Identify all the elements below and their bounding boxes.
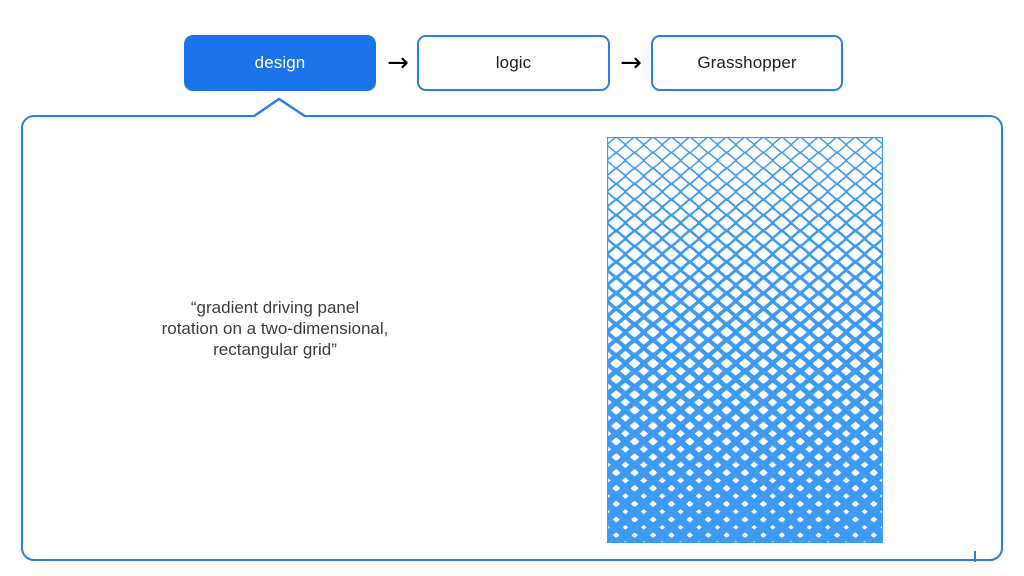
flow-step-grasshopper-label: Grasshopper (697, 53, 797, 72)
arrow-right-icon: → (387, 48, 409, 78)
flow-step-design[interactable]: design (184, 35, 376, 91)
callout-quote-text: “gradient driving panel rotation on a tw… (161, 298, 389, 359)
parametric-panel-graphic (607, 137, 883, 543)
flow-diagram: design → logic → Grasshopper (0, 0, 1024, 100)
flow-step-logic[interactable]: logic (417, 35, 610, 91)
flow-step-grasshopper[interactable]: Grasshopper (651, 35, 843, 91)
flow-step-design-label: design (254, 53, 306, 72)
flow-step-logic-label: logic (495, 53, 532, 72)
arrow-right-icon: → (620, 48, 642, 78)
panel-bottom-tick (974, 551, 976, 562)
